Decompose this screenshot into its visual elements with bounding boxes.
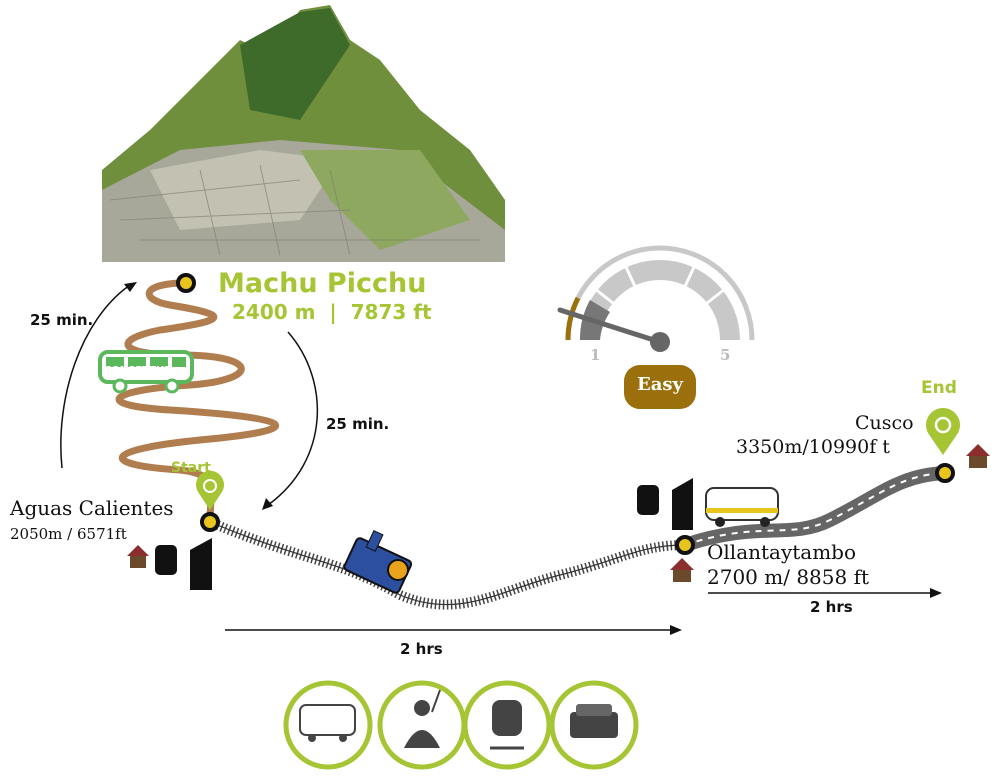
cusco-elevation: 3350m/10990f t bbox=[736, 436, 890, 458]
lodging-icon-aguas bbox=[127, 545, 149, 568]
train-duration: 2 hrs bbox=[400, 640, 443, 658]
start-label: Start bbox=[171, 460, 211, 476]
cusco-point bbox=[935, 463, 955, 483]
machu-picchu-point bbox=[176, 273, 196, 293]
start-pin-icon bbox=[196, 470, 224, 510]
bus-down-duration: 25 min. bbox=[326, 415, 390, 433]
lodging-icon-cusco bbox=[966, 444, 990, 468]
bus-label: CONSETTUR bbox=[104, 365, 172, 376]
difficulty-badge: Easy bbox=[637, 374, 683, 395]
end-label: End bbox=[921, 378, 957, 398]
machu-picchu-image bbox=[102, 5, 505, 262]
ollantaytambo-name: Ollantaytambo bbox=[707, 540, 857, 564]
destination-title: Machu Picchu bbox=[218, 268, 427, 299]
station-icon-ollanta bbox=[637, 478, 693, 530]
end-pin-icon bbox=[926, 408, 960, 455]
ollantaytambo-elevation: 2700 m/ 8858 ft bbox=[707, 565, 870, 589]
down-arrow bbox=[267, 331, 319, 506]
bus-icon bbox=[98, 350, 194, 394]
railway bbox=[208, 517, 686, 610]
aguas-calientes-point bbox=[200, 512, 220, 532]
cusco-name: Cusco bbox=[855, 412, 914, 434]
bus-up-duration: 25 min. bbox=[30, 311, 94, 329]
ollantaytambo-point bbox=[675, 535, 695, 555]
aguas-calientes-name: Aguas Calientes bbox=[10, 496, 174, 520]
road-duration: 2 hrs bbox=[810, 598, 853, 616]
gauge-max-label: 5 bbox=[720, 346, 731, 364]
gauge-min-label: 1 bbox=[590, 346, 601, 364]
bus-road bbox=[115, 279, 280, 526]
station-icon-aguas bbox=[155, 538, 212, 590]
guide-icon bbox=[377, 680, 467, 770]
destination-elevation: 2400 m | 7873 ft bbox=[232, 300, 432, 324]
aguas-calientes-elevation: 2050m / 6571ft bbox=[10, 525, 127, 543]
up-arrow bbox=[60, 284, 131, 469]
easy-badge-bg bbox=[624, 365, 696, 409]
lodging-icon-ollanta bbox=[670, 558, 694, 582]
difficulty-gauge bbox=[557, 245, 755, 352]
van-icon bbox=[705, 487, 779, 527]
steam-train-icon bbox=[343, 529, 413, 594]
gauge-needle bbox=[557, 307, 663, 345]
